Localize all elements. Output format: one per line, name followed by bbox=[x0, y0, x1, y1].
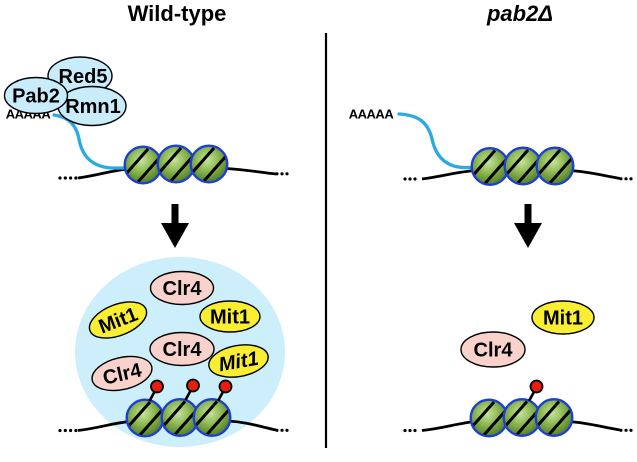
free-proteins: Mit1 Clr4 bbox=[460, 300, 595, 368]
nucleosome bbox=[125, 147, 162, 184]
recruited-proteins: Clr4 Mit1 Mit1 Clr4 Mit1 Clr4 bbox=[88, 270, 269, 392]
nucleosome bbox=[127, 400, 164, 437]
pab2-protein bbox=[3, 76, 69, 115]
clr4-protein bbox=[149, 331, 215, 367]
clr4-protein: Clr4 bbox=[91, 355, 153, 392]
mit1-ellipse bbox=[88, 301, 148, 339]
pab2-label: Pab2 bbox=[12, 86, 60, 108]
mit1-label: Mit1 bbox=[210, 307, 250, 329]
nucleosome bbox=[158, 146, 195, 183]
poly-a-tail-label: AAAAA bbox=[349, 107, 395, 122]
clr4-label: Clr4 bbox=[474, 340, 514, 362]
panel-title-pab2-delta: pab2Δ bbox=[486, 1, 553, 26]
panel-title-wild-type: Wild-type bbox=[128, 1, 227, 26]
clr4-label: Clr4 bbox=[163, 278, 203, 300]
mit1-ellipse bbox=[208, 344, 269, 378]
mit1-protein: Mit1 bbox=[208, 344, 269, 378]
nucleosome bbox=[472, 148, 509, 185]
clr4-protein bbox=[149, 270, 215, 306]
down-arrow bbox=[514, 204, 542, 248]
clr4-protein bbox=[460, 331, 526, 368]
nucleosome bbox=[194, 399, 231, 436]
clr4-ellipse bbox=[91, 355, 153, 392]
mit1-protein bbox=[199, 300, 261, 333]
nucleosome bbox=[471, 400, 508, 437]
down-arrow bbox=[161, 204, 189, 248]
h3k9-methyl-mark bbox=[527, 379, 544, 403]
rna-binding-complex: Red5 Rmn1 Pab2 bbox=[3, 56, 127, 127]
rmn1-label: Rmn1 bbox=[65, 96, 121, 118]
nucleosome bbox=[537, 148, 574, 185]
rna-transcript bbox=[397, 112, 478, 170]
red5-label: Red5 bbox=[59, 66, 108, 88]
mit1-protein bbox=[531, 300, 595, 335]
nucleosome bbox=[191, 146, 228, 183]
mit1-protein: Mit1 bbox=[88, 301, 148, 339]
mit1-label: Mit1 bbox=[543, 308, 583, 330]
nucleosome bbox=[536, 399, 573, 436]
clr4-label: Clr4 bbox=[163, 339, 203, 361]
